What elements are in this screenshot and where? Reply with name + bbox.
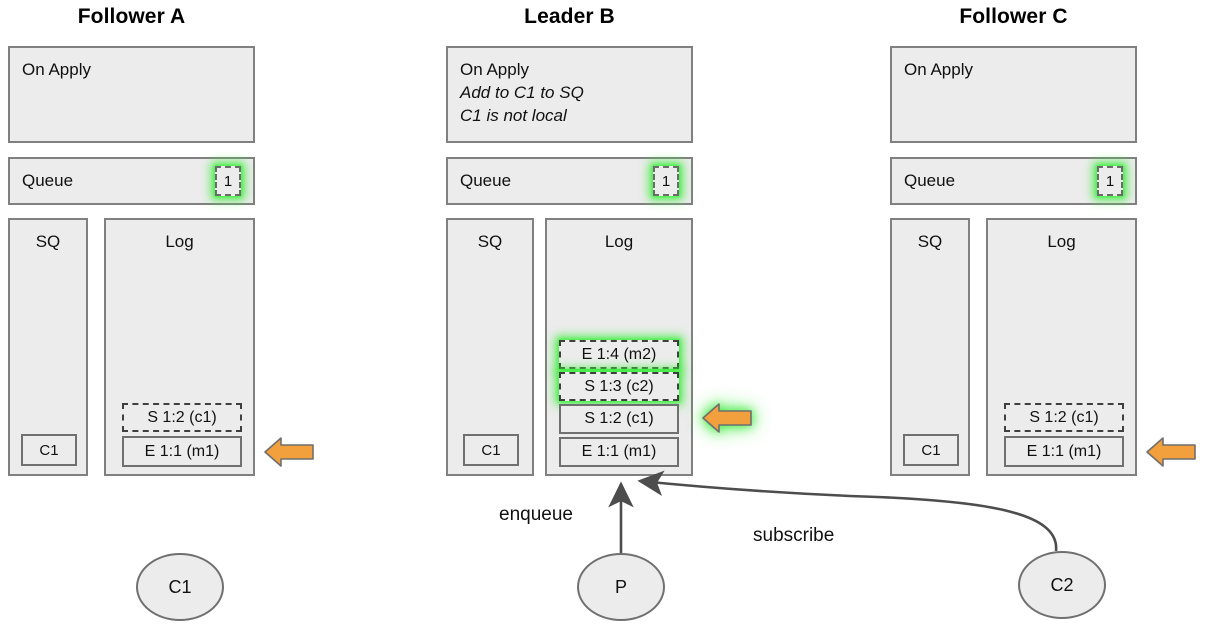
sq-box-follower-c: SQ C1: [890, 218, 970, 476]
on-apply-panel-follower-c: On Apply: [890, 46, 1137, 143]
log-box-follower-a: Log S 1:2 (c1) E 1:1 (m1): [104, 218, 255, 476]
log-entry: E 1:1 (m1): [122, 436, 242, 467]
sq-header: SQ: [477, 232, 503, 251]
on-apply-header: On Apply: [460, 60, 529, 79]
log-header: Log: [165, 232, 194, 251]
column-title-leader-b: Leader B: [524, 5, 615, 28]
subscribe-connector: [637, 470, 1058, 552]
sq-header: SQ: [917, 232, 943, 251]
log-box-leader-b: Log E 1:4 (m2) S 1:3 (c2) S 1:2 (c1) E 1…: [545, 218, 693, 476]
edge-label-enqueue: enqueue: [499, 504, 573, 525]
on-apply-panel-leader-b: On Apply Add to C1 to SQ C1 is not local: [446, 46, 693, 143]
sq-item: C1: [463, 434, 519, 466]
log-entry: S 1:2 (c1): [122, 403, 242, 432]
log-entry: E 1:1 (m1): [559, 437, 679, 467]
producer-p-node: P: [577, 553, 665, 621]
sq-header: SQ: [35, 232, 61, 251]
queue-label: Queue: [904, 171, 956, 190]
log-entry: S 1:2 (c1): [559, 404, 679, 434]
log-entry: S 1:2 (c1): [1004, 403, 1124, 432]
log-entry: S 1:3 (c2): [559, 372, 679, 401]
log-box-follower-c: Log S 1:2 (c1) E 1:1 (m1): [986, 218, 1137, 476]
edge-label-subscribe: subscribe: [753, 525, 835, 546]
queue-count-badge: 1: [1097, 166, 1123, 196]
queue-count-badge: 1: [215, 166, 241, 196]
sq-box-leader-b: SQ C1: [446, 218, 534, 476]
log-entry: E 1:1 (m1): [1004, 436, 1124, 467]
column-title-follower-c: Follower C: [959, 5, 1068, 28]
column-title-follower-a: Follower A: [77, 5, 186, 28]
queue-count-badge: 1: [653, 166, 679, 196]
on-apply-header: On Apply: [22, 60, 91, 79]
log-entry: E 1:4 (m2): [559, 340, 679, 369]
on-apply-line: C1 is not local: [460, 106, 567, 125]
apply-pointer-arrow-leader-b: [701, 403, 753, 433]
log-header: Log: [1047, 232, 1076, 251]
on-apply-panel-follower-a: On Apply: [8, 46, 255, 143]
on-apply-header: On Apply: [904, 60, 973, 79]
queue-panel-follower-c: Queue 1: [890, 157, 1137, 205]
queue-label: Queue: [22, 171, 74, 190]
sq-box-follower-a: SQ C1: [8, 218, 88, 476]
apply-pointer-arrow-follower-a: [263, 437, 315, 467]
queue-label: Queue: [460, 171, 512, 190]
queue-panel-leader-b: Queue 1: [446, 157, 693, 205]
client-c1-node: C1: [136, 553, 224, 621]
sq-item: C1: [21, 434, 77, 466]
apply-pointer-arrow-follower-c: [1145, 437, 1197, 467]
queue-panel-follower-a: Queue 1: [8, 157, 255, 205]
log-header: Log: [604, 232, 634, 251]
client-c2-node: C2: [1018, 551, 1106, 619]
on-apply-line: Add to C1 to SQ: [460, 83, 584, 102]
sq-item: C1: [903, 434, 959, 466]
